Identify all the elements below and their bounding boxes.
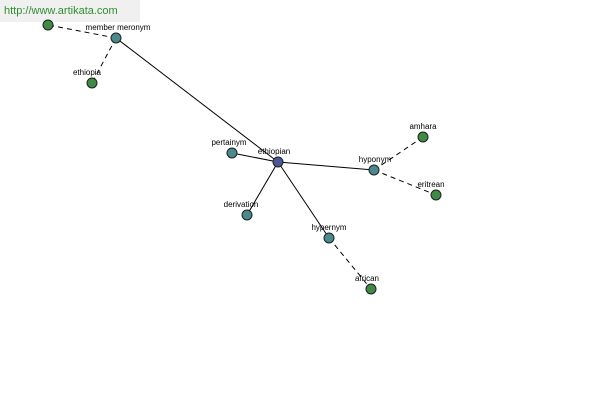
word-node-amhara[interactable]: amhara	[409, 122, 437, 143]
edge-member-meronym-top-left	[47, 24, 117, 39]
edge-hyponym-eritrean	[373, 169, 437, 196]
edge-center-pertainym	[231, 152, 279, 163]
edge-center-hypernym	[277, 161, 330, 239]
relation-node-hypernym[interactable]: hypernym	[311, 223, 347, 244]
edge-center-member-meronym	[115, 37, 279, 163]
relation-node-circle[interactable]	[241, 209, 253, 221]
word-label-african[interactable]: african	[355, 274, 379, 283]
relation-node-circle[interactable]	[323, 232, 335, 244]
relation-node-circle[interactable]	[368, 164, 380, 176]
relation-node-circle[interactable]	[110, 32, 122, 44]
word-node-circle[interactable]	[430, 189, 442, 201]
edge-center-derivation	[246, 161, 279, 216]
word-node-african[interactable]: african	[355, 274, 379, 295]
relation-label-member-meronym[interactable]: member meronym	[86, 23, 151, 32]
relation-node-member-meronym[interactable]: member meronym	[86, 23, 151, 44]
word-node-circle[interactable]	[42, 19, 54, 31]
word-node-circle[interactable]	[365, 283, 377, 295]
center-label-ethiopian[interactable]: ethiopian	[258, 147, 290, 156]
word-node-eritrean[interactable]: eritrean	[417, 180, 445, 201]
edge-hyponym-amhara	[373, 136, 424, 171]
relation-node-circle[interactable]	[226, 147, 238, 159]
site-watermark[interactable]: http://www.artikata.com	[0, 0, 140, 22]
relation-label-derivation[interactable]: derivation	[224, 200, 259, 209]
edge-center-hyponym	[277, 161, 375, 171]
word-node-top-left[interactable]	[42, 19, 54, 31]
relation-label-hyponym[interactable]: hyponym	[359, 155, 392, 164]
relation-label-pertainym[interactable]: pertainym	[211, 138, 246, 147]
word-node-circle[interactable]	[417, 131, 429, 143]
center-node-circle[interactable]	[272, 156, 284, 168]
word-label-amhara[interactable]: amhara	[409, 122, 437, 131]
relation-node-hyponym[interactable]: hyponym	[359, 155, 392, 176]
edge-hypernym-african	[328, 237, 372, 290]
relation-node-derivation[interactable]: derivation	[224, 200, 259, 221]
relation-node-pertainym[interactable]: pertainym	[211, 138, 247, 159]
center-node-ethiopian[interactable]: ethiopian	[258, 147, 290, 168]
word-label-ethiopia[interactable]: ethiopia	[73, 68, 102, 77]
word-node-circle[interactable]	[86, 77, 98, 89]
relation-label-hypernym[interactable]: hypernym	[311, 223, 346, 232]
word-label-eritrean[interactable]: eritrean	[417, 180, 444, 189]
word-node-ethiopia[interactable]: ethiopia	[73, 68, 102, 89]
